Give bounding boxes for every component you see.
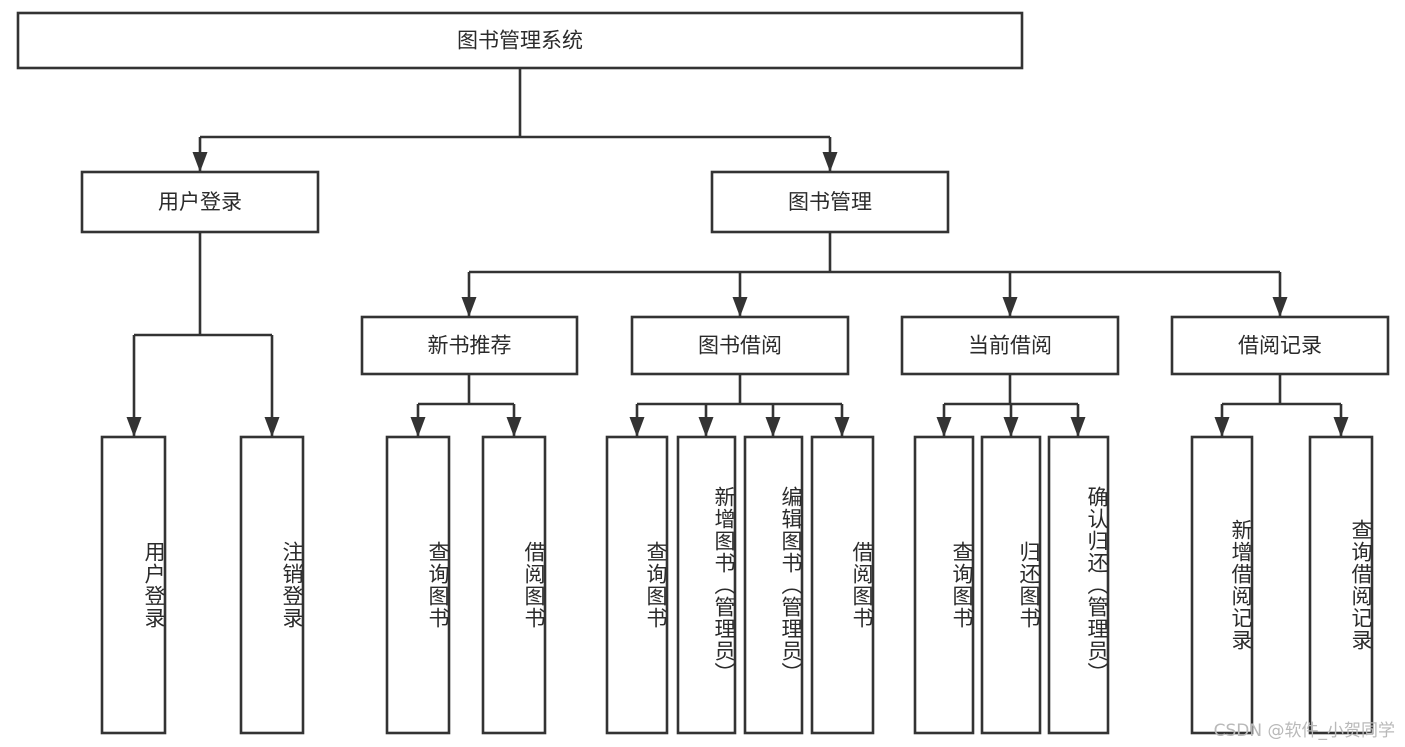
arrow-head-icon-book-manage-2 — [1002, 297, 1018, 317]
node-label-current-borrow: 当前借阅 — [968, 334, 1052, 358]
node-box-leaf-query-book-2 — [605, 435, 669, 735]
node-box-leaf-add-book — [676, 435, 737, 735]
node-box-leaf-edit-book — [743, 435, 804, 735]
arrow-head-icon-book-manage-1 — [732, 297, 748, 317]
arrow-head-icon-group-2-1 — [1003, 417, 1019, 437]
arrow-head-icon-group-2-0 — [936, 417, 952, 437]
node-box-leaf-query-book-3 — [913, 435, 975, 735]
node-box-leaf-user-logout — [239, 435, 305, 735]
box-layer — [16, 11, 1390, 735]
node-box-leaf-borrow-book-2 — [810, 435, 875, 735]
arrow-head-icon-group-1-1 — [698, 417, 714, 437]
arrow-head-icon-group-3-1 — [1333, 417, 1349, 437]
node-label-user-login: 用户登录 — [158, 190, 242, 214]
node-label-root: 图书管理系统 — [457, 29, 583, 53]
node-box-user-login — [80, 170, 320, 234]
arrow-head-icon-book-manage-0 — [461, 297, 477, 317]
arrow-head-icon-group-0-1 — [506, 417, 522, 437]
node-label-new-book-recommend: 新书推荐 — [428, 334, 512, 358]
node-box-root — [16, 11, 1024, 70]
arrow-head-icon-group-2-2 — [1070, 417, 1086, 437]
arrow-head-icon-book-manage-3 — [1272, 297, 1288, 317]
arrow-head-icon-root-0 — [192, 152, 208, 172]
arrow-head-icon-group-1-0 — [629, 417, 645, 437]
node-box-leaf-add-record — [1190, 435, 1254, 735]
arrow-head-icon-group-3-0 — [1214, 417, 1230, 437]
node-label-book-borrow: 图书借阅 — [698, 334, 782, 358]
arrow-head-icon-group-0-0 — [410, 417, 426, 437]
node-box-new-book-recommend — [360, 315, 579, 376]
arrow-head-icon-root-1 — [822, 152, 838, 172]
arrow-head-icon-group-1-2 — [765, 417, 781, 437]
node-box-leaf-return-book — [980, 435, 1042, 735]
node-box-leaf-confirm-return — [1047, 435, 1110, 735]
node-box-leaf-user-login — [100, 435, 167, 735]
node-label-book-manage: 图书管理 — [788, 190, 872, 214]
arrow-head-icon-user-login-0 — [126, 417, 142, 437]
node-box-borrow-record — [1170, 315, 1390, 376]
node-box-current-borrow — [900, 315, 1120, 376]
node-box-book-borrow — [630, 315, 850, 376]
arrow-head-icon-group-1-3 — [834, 417, 850, 437]
node-box-leaf-query-record — [1308, 435, 1374, 735]
watermark: CSDN @软件_小贺同学 — [1213, 721, 1395, 741]
arrow-head-icon-user-login-1 — [264, 417, 280, 437]
node-box-leaf-query-book-1 — [385, 435, 451, 735]
node-box-leaf-borrow-book-1 — [481, 435, 547, 735]
node-label-borrow-record: 借阅记录 — [1238, 334, 1322, 358]
connector-layer — [126, 68, 1349, 437]
node-box-book-manage — [710, 170, 950, 234]
